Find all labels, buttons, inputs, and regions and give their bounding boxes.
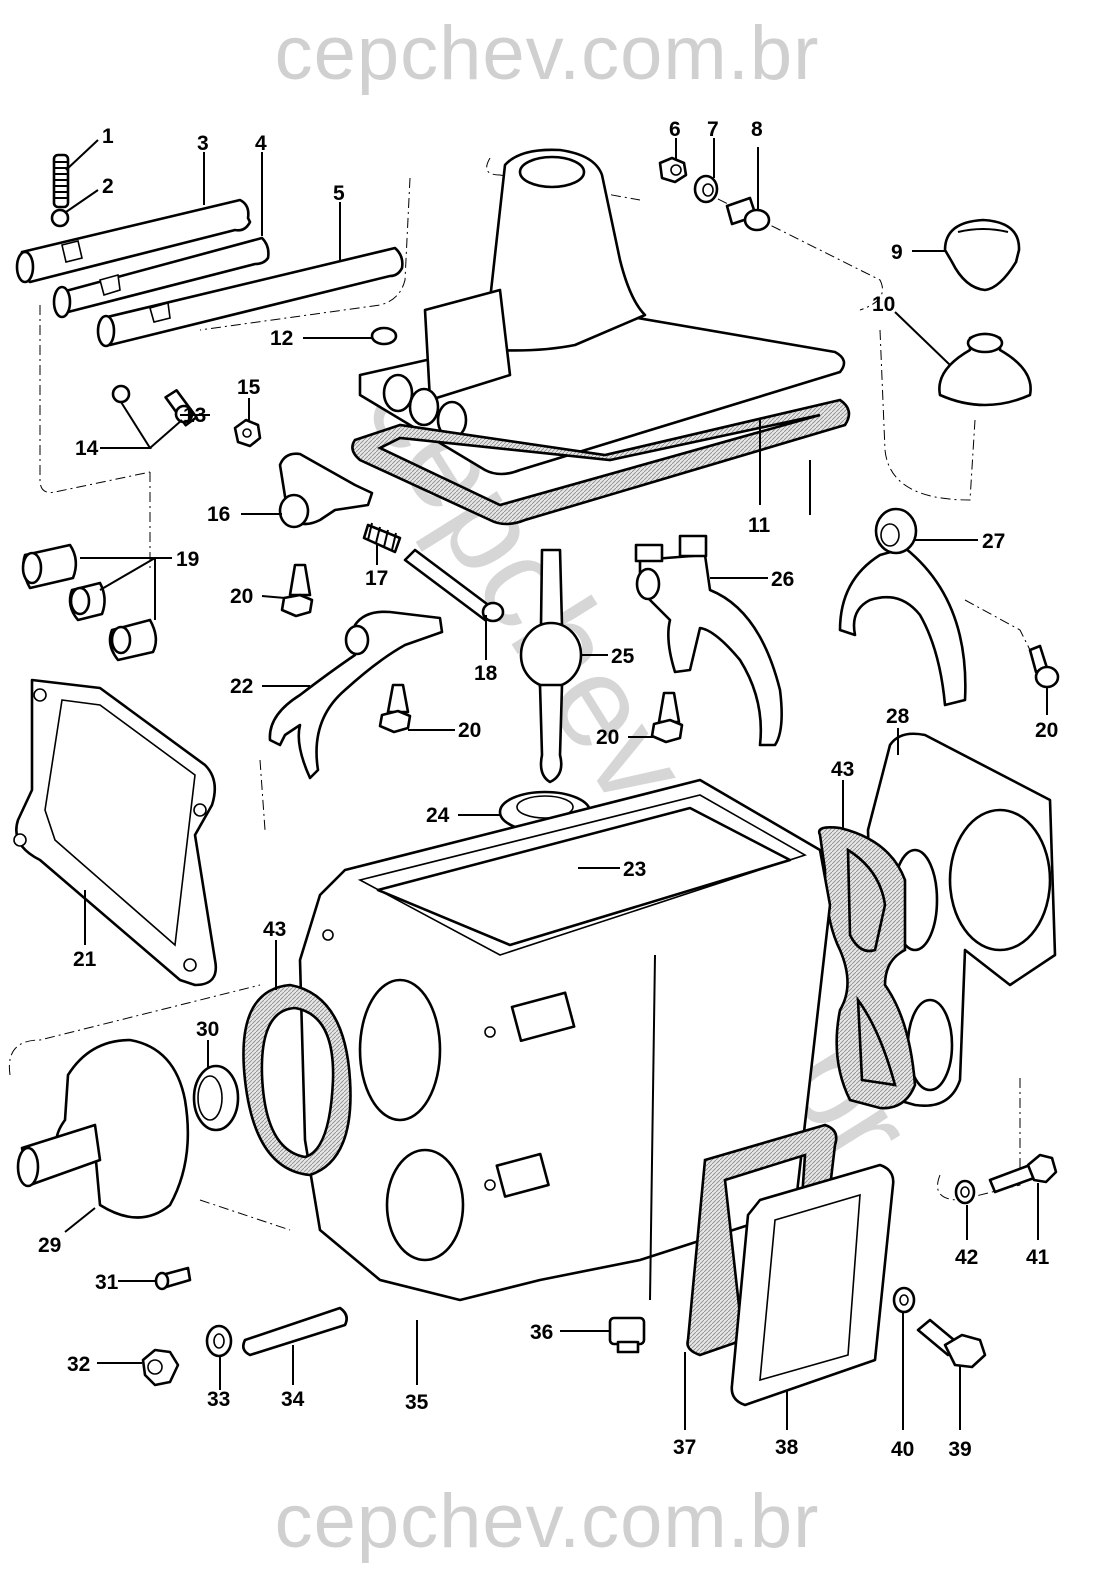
callout-20-c: 20 — [596, 726, 619, 749]
part-39-bolt — [916, 1318, 987, 1369]
callout-33: 33 — [207, 1388, 230, 1411]
part-35-transmission-case — [298, 778, 832, 1302]
callout-6: 6 — [669, 118, 681, 141]
part-2-ball — [50, 208, 70, 228]
callout-26: 26 — [771, 568, 794, 591]
callout-30: 30 — [196, 1018, 219, 1041]
callout-37: 37 — [673, 1436, 696, 1459]
callout-20-a: 20 — [230, 585, 253, 608]
callout-15: 15 — [237, 376, 261, 399]
callout-20-b: 20 — [458, 719, 481, 742]
part-15-nut — [233, 418, 262, 448]
callout-25: 25 — [611, 645, 635, 668]
callout-11: 11 — [748, 514, 771, 537]
callout-9: 9 — [891, 241, 903, 264]
part-14-ball-a — [111, 384, 131, 404]
callout-8: 8 — [751, 118, 763, 141]
callout-43-rear: 43 — [831, 758, 854, 781]
part-29-front-bearing-retainer — [16, 1038, 190, 1219]
callout-32: 32 — [67, 1353, 90, 1376]
callout-17: 17 — [365, 567, 388, 590]
callout-28: 28 — [886, 705, 910, 728]
callout-13: 13 — [183, 404, 206, 427]
part-19-bushings — [21, 543, 158, 662]
callout-24: 24 — [426, 804, 450, 827]
part-30-oil-seal — [192, 1064, 240, 1132]
part-36-drain-plug — [608, 1316, 646, 1354]
watermark-top: cepchev.com.br — [274, 11, 820, 96]
callout-31: 31 — [95, 1271, 119, 1294]
part-9-shift-knob — [943, 218, 1021, 292]
part-10-shift-boot — [938, 332, 1032, 407]
callout-39: 39 — [948, 1438, 971, 1461]
part-40-washer — [892, 1286, 916, 1314]
part-38-pto-cover — [730, 1163, 895, 1407]
part-20-bolt-d — [1028, 644, 1060, 689]
part-26-shift-fork — [634, 534, 783, 747]
callout-36: 36 — [530, 1321, 553, 1344]
part-25-gear-lever — [519, 548, 583, 784]
callout-42: 42 — [955, 1246, 978, 1269]
callout-21: 21 — [73, 948, 97, 971]
callout-38: 38 — [775, 1436, 799, 1459]
part-43-gasket-rear — [817, 826, 917, 1110]
part-11-gasket — [351, 398, 851, 526]
part-31-screw — [154, 1266, 192, 1291]
part-11-top-cover — [358, 148, 846, 476]
part-18-pin — [403, 548, 505, 623]
part-4-shift-rail — [52, 236, 270, 319]
callout-7: 7 — [707, 118, 719, 141]
part-8-bolt — [725, 196, 771, 232]
part-27-shift-fork — [838, 507, 967, 707]
part-16-shift-selector — [278, 452, 374, 529]
callout-41: 41 — [1026, 1246, 1050, 1269]
callout-29: 29 — [38, 1234, 61, 1257]
part-32-nut — [141, 1348, 180, 1387]
callout-16: 16 — [207, 503, 230, 526]
part-21-side-cover-gasket — [13, 678, 218, 987]
callout-43-front: 43 — [263, 918, 286, 941]
callout-19: 19 — [176, 548, 199, 571]
callout-20-d: 20 — [1035, 719, 1058, 742]
callout-18: 18 — [474, 662, 498, 685]
part-20-bolt-a — [280, 563, 314, 618]
callout-2: 2 — [102, 175, 114, 198]
callout-23: 23 — [623, 858, 646, 881]
callout-12: 12 — [270, 327, 293, 350]
callout-3: 3 — [197, 132, 209, 155]
callout-4: 4 — [255, 132, 267, 155]
callout-35: 35 — [405, 1391, 429, 1414]
callout-1: 1 — [102, 125, 114, 148]
part-6-nut — [658, 156, 688, 184]
part-17-spring — [362, 522, 402, 554]
part-5-shift-rail — [96, 246, 404, 348]
callout-14: 14 — [75, 437, 99, 460]
part-34-stud — [242, 1306, 348, 1357]
part-43-gasket-front — [242, 983, 352, 1177]
callout-40: 40 — [891, 1438, 914, 1461]
part-7-washer — [693, 174, 719, 204]
callout-labels: 1 2 3 4 5 6 7 8 9 10 11 12 13 14 15 16 1… — [38, 118, 1058, 1461]
callout-22: 22 — [230, 675, 253, 698]
part-22-shift-fork — [268, 610, 444, 780]
part-20-bolt-b — [378, 683, 412, 734]
part-1-spring — [52, 153, 70, 209]
callout-5: 5 — [333, 182, 345, 205]
part-20-bolt-c — [650, 691, 684, 744]
callout-10: 10 — [872, 293, 895, 316]
part-3-shift-rail — [15, 198, 252, 284]
part-12-plug — [370, 326, 398, 346]
leader-lines — [64, 138, 1048, 1430]
part-42-washer — [954, 1179, 976, 1205]
part-41-bolt — [988, 1153, 1058, 1194]
callout-34: 34 — [281, 1388, 305, 1411]
watermark-bottom: cepchev.com.br — [274, 1479, 820, 1564]
callout-27: 27 — [982, 530, 1005, 553]
part-33-lock-washer — [205, 1324, 233, 1358]
